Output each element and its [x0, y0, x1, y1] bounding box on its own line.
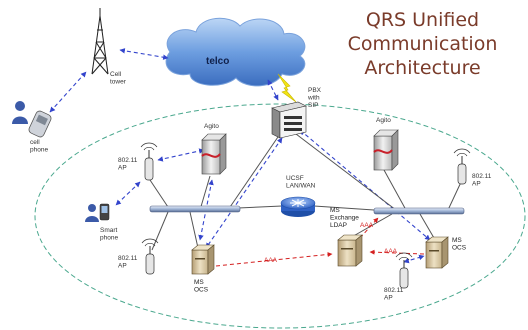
- ap-bottom-right-icon: [395, 252, 413, 289]
- cable-bar-router-right: [313, 205, 375, 211]
- smartphone-person-icon: [85, 203, 110, 222]
- label-line: MS: [452, 237, 462, 244]
- network-cables: [149, 133, 463, 251]
- link-phone-tower: [49, 71, 87, 113]
- label-line: LDAP: [330, 222, 347, 229]
- lightning-icon: [277, 73, 297, 103]
- aaa-label-3: AAA: [360, 222, 374, 229]
- cable-agito-right-bar: [383, 169, 407, 211]
- telco-cloud-icon: [165, 17, 306, 87]
- cable-right-bar-ap: [447, 179, 463, 211]
- label-line: phone: [30, 147, 48, 154]
- link-ap-ocs-right: [403, 254, 425, 264]
- link-pbx-ocs-left: [205, 137, 283, 249]
- label-line: UCSF: [286, 175, 304, 182]
- cell-tower-icon: [91, 8, 109, 75]
- label-line: MS: [194, 279, 204, 286]
- lan-bar-right: [373, 207, 465, 215]
- telco-label: telco: [206, 56, 229, 67]
- aaa-link-ocs-exchange: [215, 251, 333, 267]
- cell-phone-icon: [28, 110, 52, 138]
- aaa-link-exchange-bar: [359, 217, 379, 239]
- ap-right-icon: [453, 148, 471, 185]
- label-line: AP: [118, 263, 127, 270]
- link-cloud-pbx: [267, 79, 279, 101]
- label-line: SIP: [308, 102, 318, 109]
- label-line: Exchange: [330, 215, 359, 222]
- cable-ap-bl-bar: [151, 211, 169, 251]
- title-line-2: Communication: [347, 33, 498, 55]
- label-line: Smart: [100, 227, 118, 234]
- cable-bar-router-left: [237, 205, 283, 209]
- label-line: 802.11: [384, 287, 404, 294]
- label-line: AP: [118, 165, 127, 172]
- label-line: OCS: [194, 287, 209, 294]
- ap-top-left-icon: [140, 142, 158, 181]
- ms-ocs-right-server-icon: [425, 236, 449, 269]
- label-line: 802.11: [118, 255, 138, 262]
- label-line: Cell: [110, 71, 122, 78]
- campus-boundary: [34, 103, 526, 329]
- router-icon: [280, 196, 316, 217]
- label-line: tower: [110, 79, 127, 86]
- label-line: phone: [100, 235, 118, 242]
- title-line-3: Architecture: [364, 57, 481, 79]
- cable-agito-left-bar: [199, 175, 211, 211]
- label-line: with: [307, 95, 320, 102]
- ms-ocs-left-server-icon: [191, 244, 215, 275]
- person-icon: [12, 101, 28, 124]
- link-tower-cloud: [119, 48, 169, 60]
- agito-right-label: Agito: [376, 117, 391, 124]
- label-line: 802.11: [472, 173, 492, 180]
- cable-pbx-left-bar: [227, 133, 281, 211]
- aaa-label-1: AAA: [264, 257, 278, 264]
- cable-ocs-right-bar: [419, 213, 435, 239]
- label-line: 802.11: [118, 157, 138, 164]
- lan-bar-left: [149, 205, 241, 213]
- cable-pbx-right-bar: [295, 133, 397, 211]
- cable-ocs-left-bar: [189, 211, 199, 249]
- agito-left-server-icon: [201, 133, 227, 175]
- link-pbx-ocs-right: [299, 129, 431, 241]
- title-line-1: QRS Unified: [365, 9, 480, 31]
- link-ap-agito: [157, 148, 205, 162]
- agito-right-server-icon: [373, 129, 399, 171]
- ap-bottom-left-icon: [141, 238, 159, 275]
- label-line: MS: [330, 207, 340, 214]
- cable-ap-left-bar: [149, 179, 171, 211]
- label-line: OCS: [452, 245, 467, 252]
- label-line: PBX: [308, 87, 322, 94]
- link-ap-smartphone: [115, 181, 141, 206]
- label-line: AP: [472, 181, 481, 188]
- diagram-title: QRS Unified Communication Architecture: [335, 8, 510, 80]
- aaa-link-ocs-right-exchange: [369, 249, 425, 255]
- aaa-label-2: AAA: [384, 248, 398, 255]
- pbx-server-icon: [271, 101, 307, 139]
- ms-exchange-server-icon: [337, 234, 363, 267]
- agito-left-label: Agito: [204, 123, 219, 130]
- aaa-links: [215, 217, 425, 267]
- label-line: AP: [384, 295, 393, 302]
- label-line: cell: [30, 139, 40, 146]
- label-line: LAN/WAN: [286, 183, 316, 190]
